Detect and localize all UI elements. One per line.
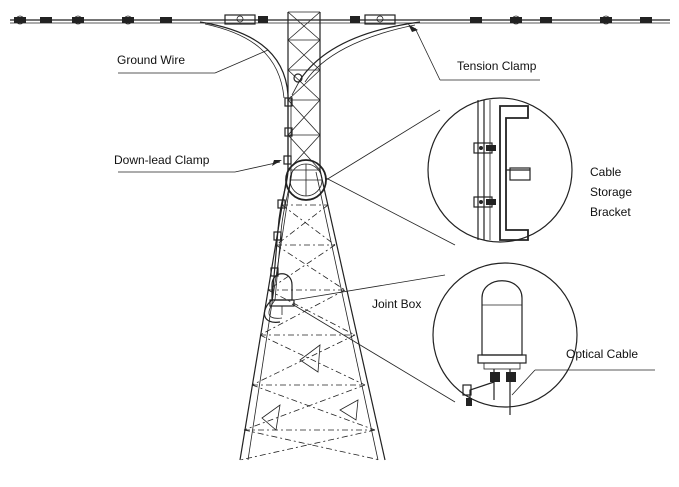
label-cable-storage-bracket-1: Cable	[590, 165, 622, 179]
label-cable-storage-bracket-2: Storage	[590, 185, 632, 199]
leader-down-lead-clamp-diag	[234, 161, 281, 173]
left-vibration-dampers	[14, 15, 172, 25]
label-joint-box: Joint Box	[372, 297, 421, 311]
labels: Ground Wire Tension Clamp Down-lead Clam…	[114, 53, 638, 361]
lattice-tower	[239, 11, 386, 461]
leader-optical-cable-diag	[511, 369, 536, 396]
label-optical-cable: Optical Cable	[566, 347, 638, 361]
left-tension-clamp	[224, 14, 268, 25]
label-tension-clamp: Tension Clamp	[457, 59, 537, 73]
cable-storage-bracket-on-tower	[285, 159, 327, 201]
joint-box-on-tower	[269, 273, 295, 315]
joint-box-detail-callout	[291, 262, 578, 415]
top-ground-wire-line	[10, 14, 670, 25]
label-cable-storage-bracket-3: Bracket	[590, 205, 631, 219]
label-down-lead-clamp: Down-lead Clamp	[114, 153, 210, 167]
leader-arrow-head-clamp	[272, 160, 282, 166]
leader-tension-clamp-diag	[414, 27, 441, 81]
leader-arrow-head	[408, 24, 418, 32]
right-tension-clamp	[350, 14, 396, 25]
leader-lines	[118, 24, 655, 396]
label-ground-wire: Ground Wire	[117, 53, 185, 67]
bracket-detail-callout	[325, 97, 573, 246]
leader-ground-wire-diag	[214, 49, 269, 74]
right-vibration-dampers	[470, 15, 652, 25]
